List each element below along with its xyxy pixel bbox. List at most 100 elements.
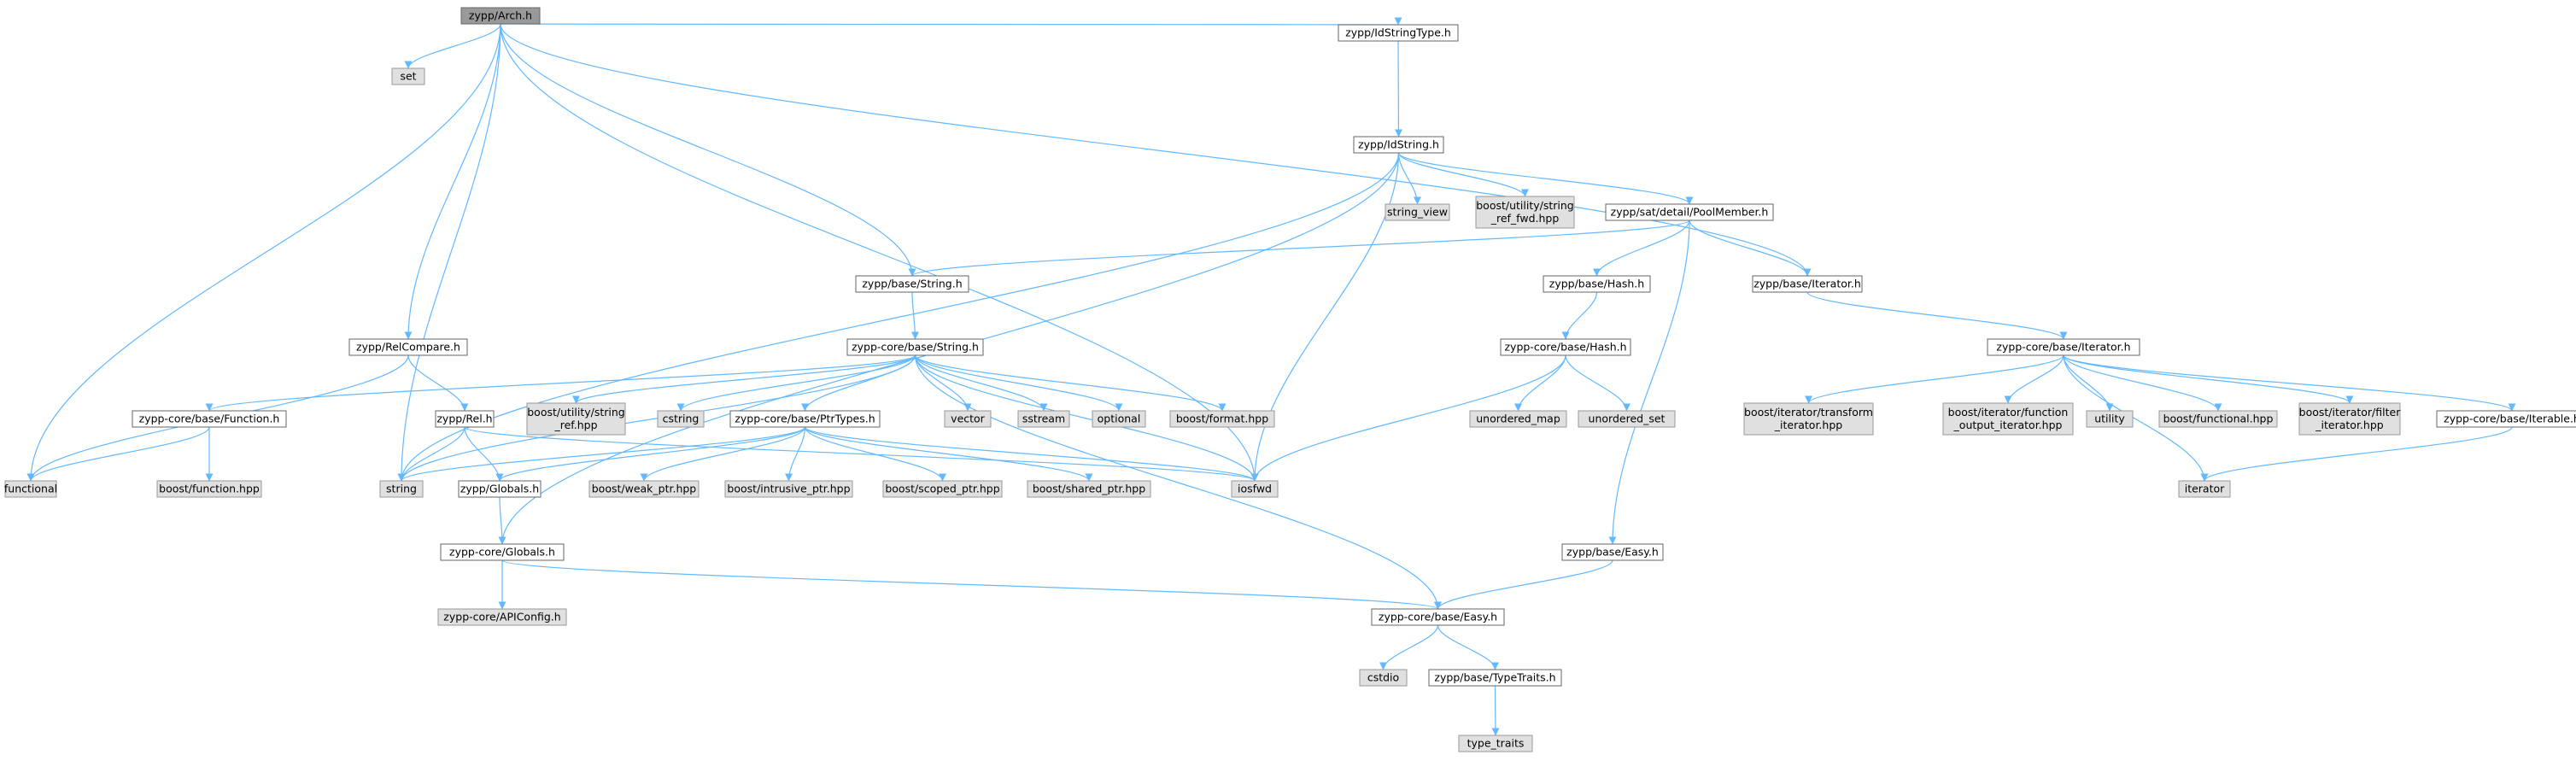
node-box [1359, 669, 1408, 687]
node-box [2436, 410, 2576, 428]
node-iosfwd: iosfwd [1231, 480, 1279, 498]
node-base_hash[interactable]: zypp/base/Hash.h [1543, 275, 1651, 293]
node-box [1942, 402, 2074, 436]
node-label: zypp/base/String.h [862, 278, 962, 290]
node-core_easy[interactable]: zypp-core/base/Easy.h [1371, 608, 1505, 626]
node-box [729, 410, 881, 428]
node-idstringtype[interactable]: zypp/IdStringType.h [1338, 24, 1459, 42]
node-rel[interactable]: zypp/Rel.h [435, 410, 495, 428]
node-arch[interactable]: zypp/Arch.h [460, 7, 541, 25]
node-label: boost/format.hpp [1176, 413, 1268, 425]
node-function[interactable]: zypp-core/base/Function.h [132, 410, 287, 428]
node-string_ref_fwd: boost/utility/string_ref_fwd.hpp [1475, 196, 1575, 229]
edge-base_easy-to-core_easy [1434, 559, 1613, 610]
edge-core_hash-to-iosfwd [1250, 354, 1566, 482]
node-box [2086, 410, 2134, 428]
node-box [4, 480, 57, 498]
node-typetraits[interactable]: zypp/base/TypeTraits.h [1428, 669, 1562, 687]
node-box [657, 410, 705, 428]
node-label: zypp-core/base/Function.h [139, 413, 280, 425]
node-box [348, 338, 468, 356]
edge-core_iterator-to-utility [2063, 354, 2114, 412]
node-box [458, 480, 542, 498]
edge-idstring-to-poolmember [1397, 152, 1694, 205]
node-box [2298, 402, 2401, 436]
node-scoped_ptr: boost/scoped_ptr.hpp [882, 480, 1003, 498]
node-core_globals[interactable]: zypp-core/Globals.h [440, 543, 565, 561]
edge-rel-to-globals [464, 426, 504, 482]
node-ptrtypes[interactable]: zypp-core/base/PtrTypes.h [729, 410, 881, 428]
node-box [1475, 196, 1575, 229]
node-base_easy[interactable]: zypp/base/Easy.h [1561, 543, 1664, 561]
node-core_iterator[interactable]: zypp-core/base/Iterator.h [1987, 338, 2140, 356]
edge-idstring-to-string_ref_fwd [1397, 152, 1529, 197]
node-label: boost/intrusive_ptr.hpp [727, 483, 850, 495]
node-relcompare[interactable]: zypp/RelCompare.h [348, 338, 468, 356]
node-box [1543, 275, 1651, 293]
edge-core_string-to-sstream [914, 354, 1048, 412]
node-box [1561, 543, 1664, 561]
node-box [1743, 402, 1874, 436]
node-iterable[interactable]: zypp-core/base/Iterable.h [2436, 410, 2576, 428]
node-cstdio: cstdio [1359, 669, 1408, 687]
node-box [855, 275, 969, 293]
node-set: set [391, 67, 425, 85]
node-label: zypp-core/Globals.h [449, 546, 555, 559]
edges-layer [26, 19, 2516, 736]
edge-ptrtypes-to-globals [495, 426, 806, 482]
node-label: zypp-core/base/String.h [852, 341, 979, 354]
node-core_hash[interactable]: zypp-core/base/Hash.h [1500, 338, 1631, 356]
node-label: string_view [1387, 206, 1448, 219]
node-label: zypp/sat/detail/PoolMember.h [1611, 206, 1769, 219]
node-unordered_set: unordered_set [1578, 410, 1676, 428]
node-label: optional [1098, 413, 1141, 425]
node-label: zypp/base/Easy.h [1566, 546, 1659, 559]
node-label: zypp-core/base/Iterator.h [1996, 341, 2130, 354]
node-label: boost/utility/string [1476, 199, 1574, 212]
node-base_string[interactable]: zypp/base/String.h [855, 275, 969, 293]
edge-function-to-functional [26, 426, 210, 482]
node-label: sstream [1022, 413, 1065, 425]
edge-ptrtypes-to-scoped_ptr [804, 426, 946, 482]
edge-idstring-to-iosfwd [1250, 152, 1400, 482]
node-core_string[interactable]: zypp-core/base/String.h [846, 338, 984, 356]
edge-idstring-to-string_view [1397, 152, 1421, 205]
node-box [1469, 410, 1567, 428]
edge-base_string-to-core_string [910, 291, 919, 340]
node-boost_functional: boost/functional.hpp [2158, 410, 2278, 428]
node-idstring[interactable]: zypp/IdString.h [1353, 136, 1444, 154]
node-filter_iterator: boost/iterator/filter_iterator.hpp [2298, 402, 2401, 436]
node-globals[interactable]: zypp/Globals.h [458, 480, 542, 498]
node-unordered_map: unordered_map [1469, 410, 1567, 428]
edge-core_hash-to-unordered_set [1565, 354, 1630, 412]
node-box [1752, 275, 1863, 293]
edge-poolmember-to-base_iterator [1689, 220, 1812, 277]
node-box [1605, 203, 1774, 221]
edge-core_iterator-to-iterator [2063, 354, 2209, 482]
edge-core_string-to-cstring [676, 354, 916, 412]
edge-arch-to-relcompare [404, 23, 501, 340]
node-transform_iterator: boost/iterator/transform_iterator.hpp [1743, 402, 1874, 436]
edge-rel-to-iosfwd [464, 426, 1259, 482]
node-label: utility [2094, 413, 2125, 425]
edge-ptrtypes-to-string [397, 426, 806, 482]
node-utility: utility [2086, 410, 2134, 428]
node-box [1017, 410, 1070, 428]
node-base_iterator[interactable]: zypp/base/Iterator.h [1752, 275, 1863, 293]
node-box [1385, 203, 1450, 221]
edge-arch-to-string [397, 23, 501, 482]
edge-core_iterator-to-iterable [2063, 354, 2516, 412]
node-label: boost/scoped_ptr.hpp [885, 483, 999, 495]
node-box [1428, 669, 1562, 687]
node-box [882, 480, 1003, 498]
node-label: cstring [663, 413, 700, 425]
edge-base_iterator-to-core_iterator [1806, 291, 2068, 340]
node-label: iterator [2185, 483, 2225, 495]
edge-iterable-to-iterator [2200, 426, 2513, 482]
node-box [846, 338, 984, 356]
node-label: unordered_set [1589, 413, 1666, 425]
node-poolmember[interactable]: zypp/sat/detail/PoolMember.h [1605, 203, 1774, 221]
edge-idstringtype-to-idstring [1394, 40, 1402, 138]
node-box [1092, 410, 1146, 428]
